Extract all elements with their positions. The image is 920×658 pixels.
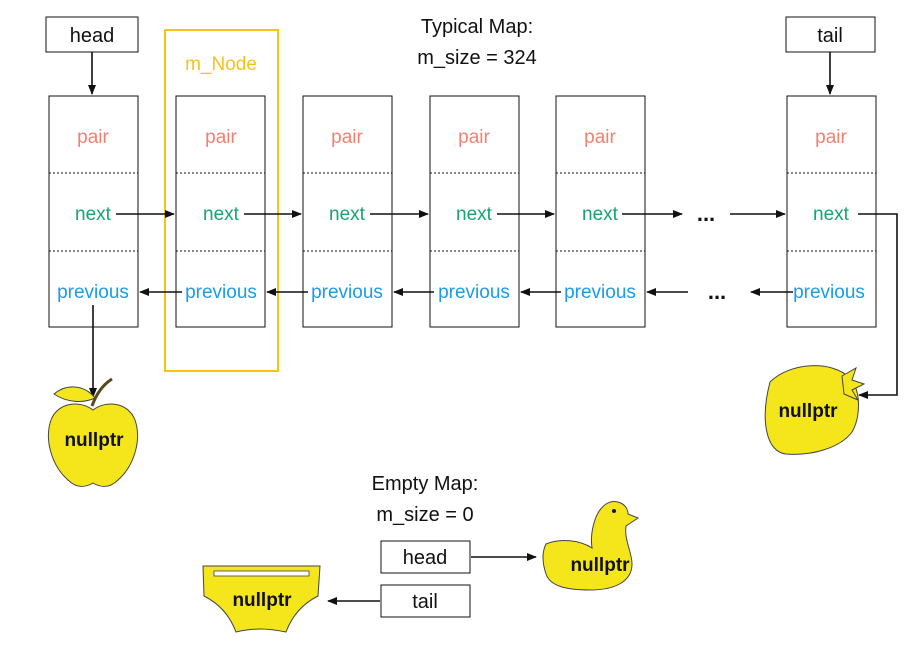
list-node-tail: pair next previous [786, 95, 877, 328]
head-label: head [70, 25, 115, 47]
m-node-label: m_Node [185, 54, 257, 75]
empty-head-pointer-box: head [380, 540, 471, 574]
node-previous-field: previous [57, 282, 129, 303]
node-pair-field: pair [331, 127, 363, 148]
list-node-1: pair next previous [48, 95, 139, 328]
node-pair-field: pair [205, 127, 237, 148]
rubber-duck-icon: nullptr [542, 501, 640, 591]
head-pointer-box: head [45, 16, 139, 53]
typical-map-size: m_size = 324 [417, 47, 537, 69]
next-ellipsis: ... [697, 201, 715, 226]
strawberry-icon: nullptr [764, 365, 866, 455]
node-next-field: next [813, 204, 850, 225]
empty-tail-pointer-box: tail [380, 584, 471, 618]
tail-next-arrow [858, 213, 898, 399]
underwear-icon: nullptr [202, 565, 321, 633]
node-previous-field: previous [438, 282, 510, 303]
typical-map-title: Typical Map: [421, 16, 533, 38]
tail-label: tail [817, 25, 843, 47]
node-next-field: next [203, 204, 240, 225]
m-node-highlight [164, 29, 279, 372]
node-pair-field: pair [458, 127, 490, 148]
tail-nullptr-label: nullptr [778, 401, 838, 422]
empty-head-nullptr-label: nullptr [570, 555, 630, 576]
node-next-field: next [329, 204, 366, 225]
tail-pointer-box: tail [785, 16, 876, 53]
node-previous-field: previous [311, 282, 383, 303]
empty-tail-nullptr-label: nullptr [232, 590, 292, 611]
node-pair-field: pair [584, 127, 616, 148]
list-node-5: pair next previous [555, 95, 646, 328]
list-node-4: pair next previous [429, 95, 520, 328]
empty-map-size: m_size = 0 [376, 504, 473, 526]
node-next-field: next [582, 204, 619, 225]
node-pair-field: pair [77, 127, 109, 148]
empty-head-label: head [403, 547, 448, 569]
empty-map-title: Empty Map: [372, 473, 479, 495]
node-previous-field: previous [793, 282, 865, 303]
empty-tail-label: tail [412, 591, 438, 613]
list-node-2: pair next previous [175, 95, 266, 328]
node-previous-field: previous [185, 282, 257, 303]
node-previous-field: previous [564, 282, 636, 303]
node-next-field: next [75, 204, 112, 225]
node-next-field: next [456, 204, 493, 225]
node-pair-field: pair [815, 127, 847, 148]
list-node-3: pair next previous [302, 95, 393, 328]
head-nullptr-label: nullptr [64, 430, 124, 451]
apple-icon: nullptr [47, 377, 139, 487]
previous-ellipsis: ... [708, 279, 726, 304]
